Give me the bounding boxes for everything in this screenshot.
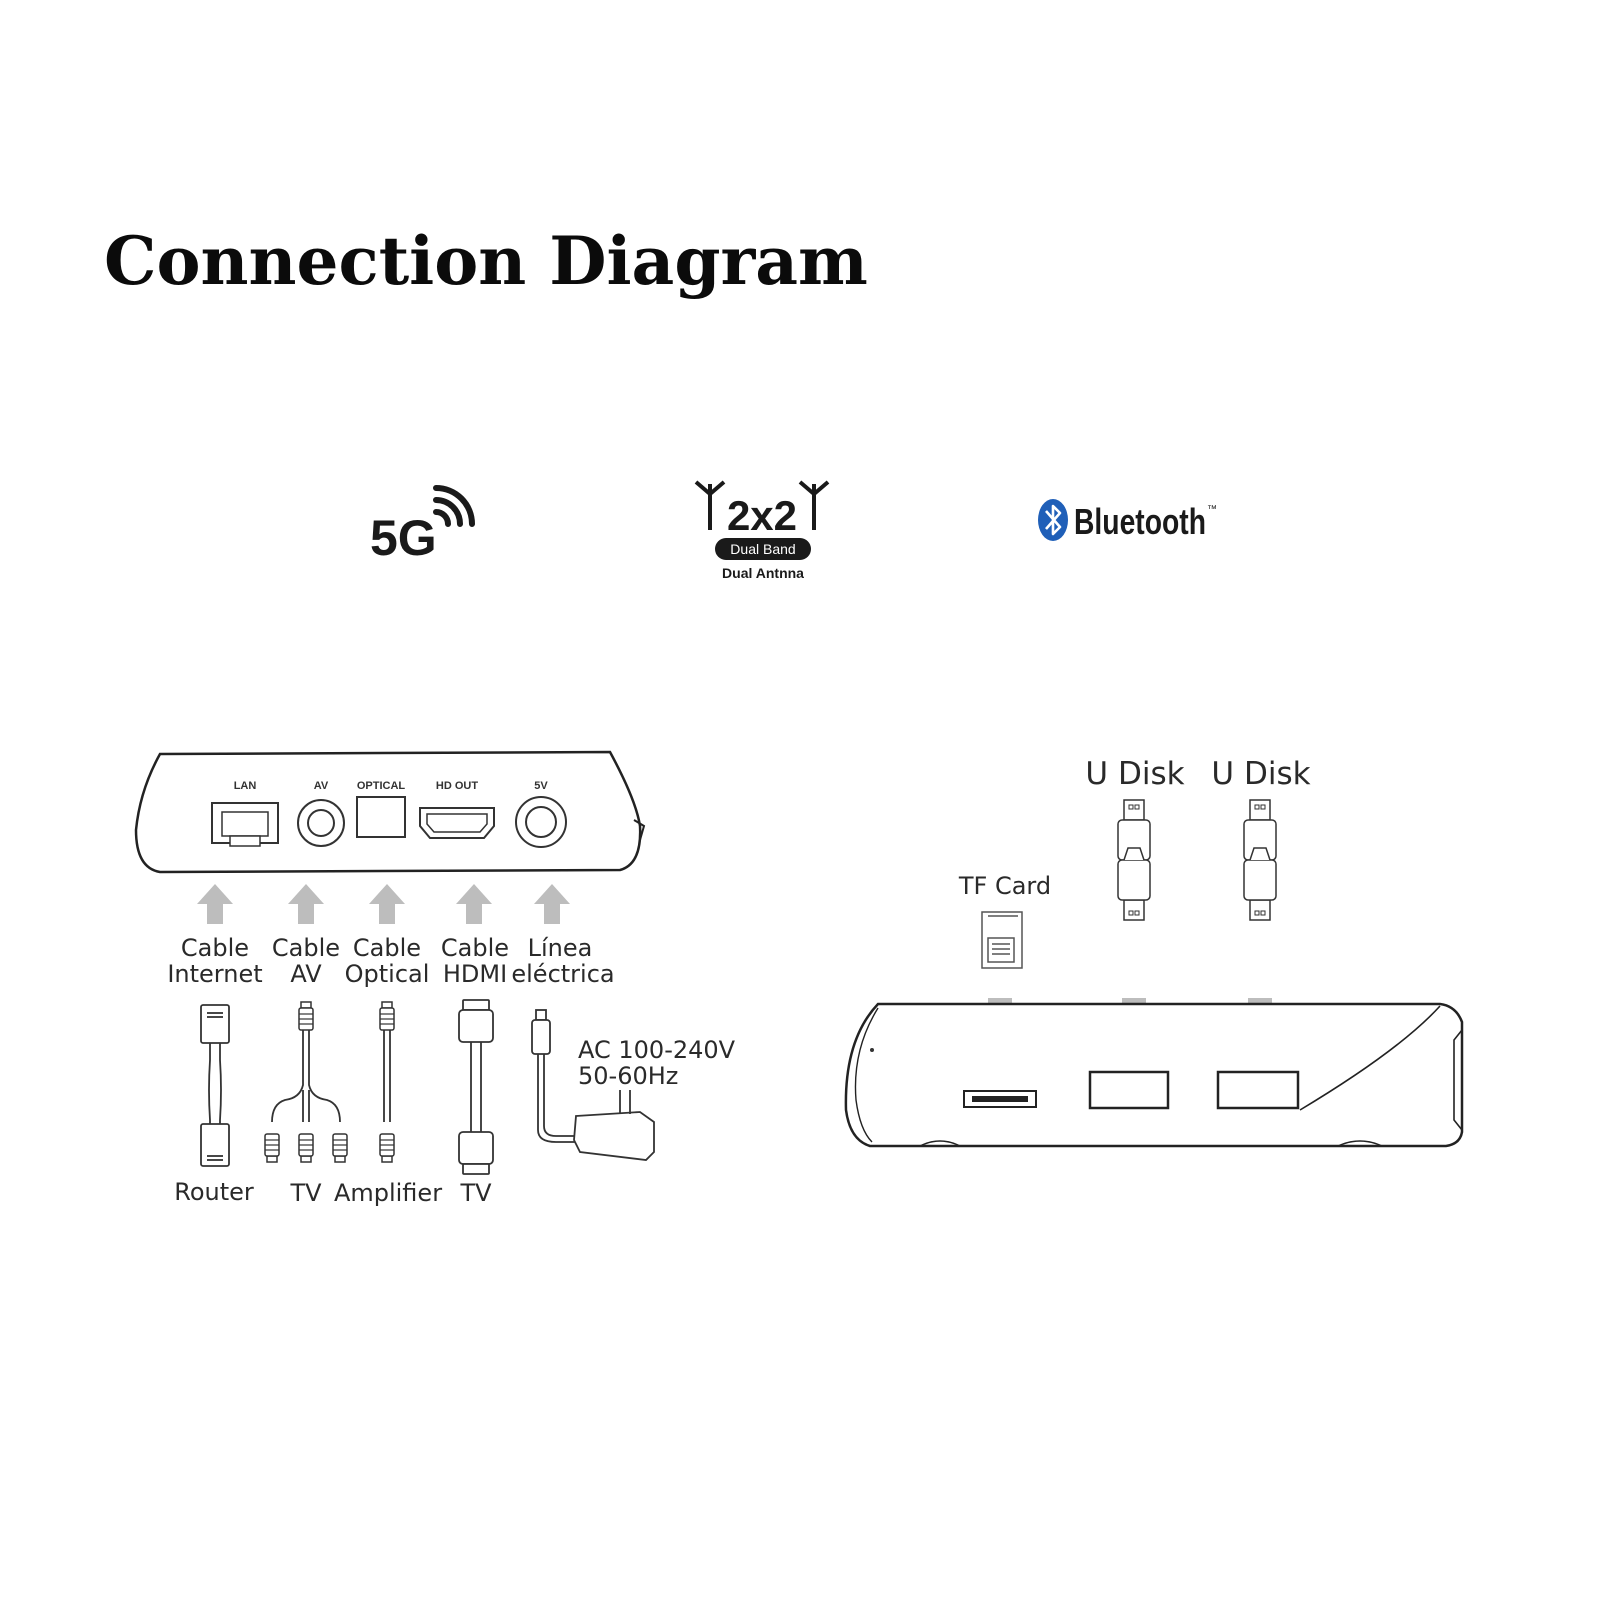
device-router: Router [174, 1178, 254, 1206]
port-label-hdout: HD OUT [436, 780, 478, 792]
power-spec-line1: AC 100-240V [578, 1036, 736, 1064]
hdmi-cable-icon [458, 999, 494, 1175]
port-label-lan: LAN [234, 780, 257, 792]
av-port [297, 799, 345, 847]
bluetooth-label: Bluetooth [1074, 501, 1206, 542]
arrow-up-icon [197, 884, 233, 924]
cable-optical-line2: Optical [345, 960, 430, 988]
hdmi-port [419, 807, 495, 839]
page-title: Connection Diagram [104, 222, 868, 300]
arrow-up-icon [534, 884, 570, 924]
fiveg-feature: 5G [370, 485, 475, 566]
power-adapter-icon [531, 1009, 655, 1161]
ethernet-cable-icon [200, 1004, 230, 1167]
power-line-line2: eléctrica [511, 960, 614, 988]
optical-cable-icon [379, 1001, 395, 1163]
usb-cable-icon [1243, 799, 1277, 921]
sd-card-icon [981, 911, 1023, 969]
cable-av-line1: Cable [272, 934, 340, 962]
tf-card-label: TF Card [958, 872, 1051, 900]
cable-optical-line1: Cable [353, 934, 421, 962]
dual-band-badge-bg [715, 538, 811, 560]
device-tv-hdmi: TV [459, 1179, 492, 1207]
bluetooth-feature: Bluetooth ™ [1038, 499, 1217, 542]
tf-card-slot [963, 1090, 1037, 1108]
usb-port [1216, 1070, 1300, 1110]
bluetooth-icon [1038, 499, 1068, 541]
lan-port [211, 802, 279, 847]
arrow-up-icon [369, 884, 405, 924]
power-line-line1: Línea [528, 934, 593, 962]
cable-internet-line2: Internet [167, 960, 262, 988]
antenna-mark: 2x2 [727, 492, 797, 539]
av-cable-icon [264, 1001, 348, 1163]
cable-hdmi-line1: Cable [441, 934, 509, 962]
cable-internet-line1: Cable [181, 934, 249, 962]
bluetooth-tm: ™ [1207, 504, 1217, 515]
cable-av-line2: AV [290, 960, 322, 988]
cable-hdmi-line2: HDMI [443, 960, 507, 988]
signal-waves-icon [433, 485, 475, 527]
side-panel: TF Card U Disk U Disk [844, 756, 1464, 1148]
fiveg-label: 5G [370, 510, 437, 566]
dual-antenna-caption: Dual Antnna [722, 565, 804, 581]
port-label-5v: 5V [534, 780, 548, 792]
udisk-label-1: U Disk [1085, 756, 1184, 792]
arrow-up-icon [456, 884, 492, 924]
port-label-optical: OPTICAL [357, 780, 406, 792]
usb-port [1088, 1070, 1170, 1110]
dual-antenna-feature: 2x2 Dual Band Dual Antnna [694, 480, 830, 581]
power-spec-line2: 50-60Hz [578, 1062, 678, 1090]
device-amplifier: Amplifier [334, 1179, 442, 1207]
device-tv-av: TV [289, 1179, 322, 1207]
arrow-up-icon [288, 884, 324, 924]
dual-band-badge: Dual Band [730, 541, 795, 557]
usb-cable-icon [1117, 799, 1151, 921]
rear-panel: LAN AV OPTICAL HD OUT 5V [134, 750, 736, 1207]
udisk-label-2: U Disk [1211, 756, 1310, 792]
optical-port [356, 796, 406, 838]
power-port [515, 796, 567, 848]
antenna-icon [694, 480, 830, 530]
port-label-av: AV [314, 780, 329, 792]
